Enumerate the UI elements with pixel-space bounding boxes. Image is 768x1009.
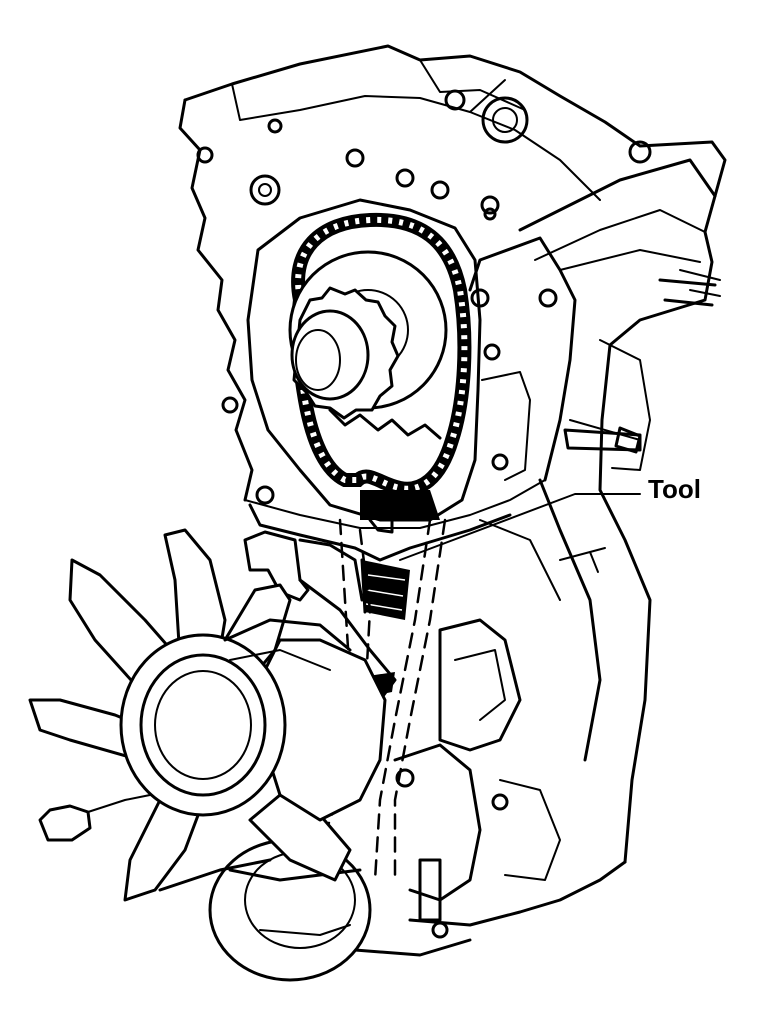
timing-chain (290, 212, 472, 496)
cooling-fan (28, 528, 387, 902)
engine-block (178, 44, 727, 957)
tool-callout-label: Tool (648, 474, 701, 504)
tool-wedge (360, 558, 410, 620)
chain-tensioner (360, 490, 440, 534)
hub-sprocket (290, 286, 400, 420)
side-fitting (563, 278, 717, 452)
timing-cover-flange (244, 198, 546, 562)
tool-leader-line (399, 493, 641, 561)
